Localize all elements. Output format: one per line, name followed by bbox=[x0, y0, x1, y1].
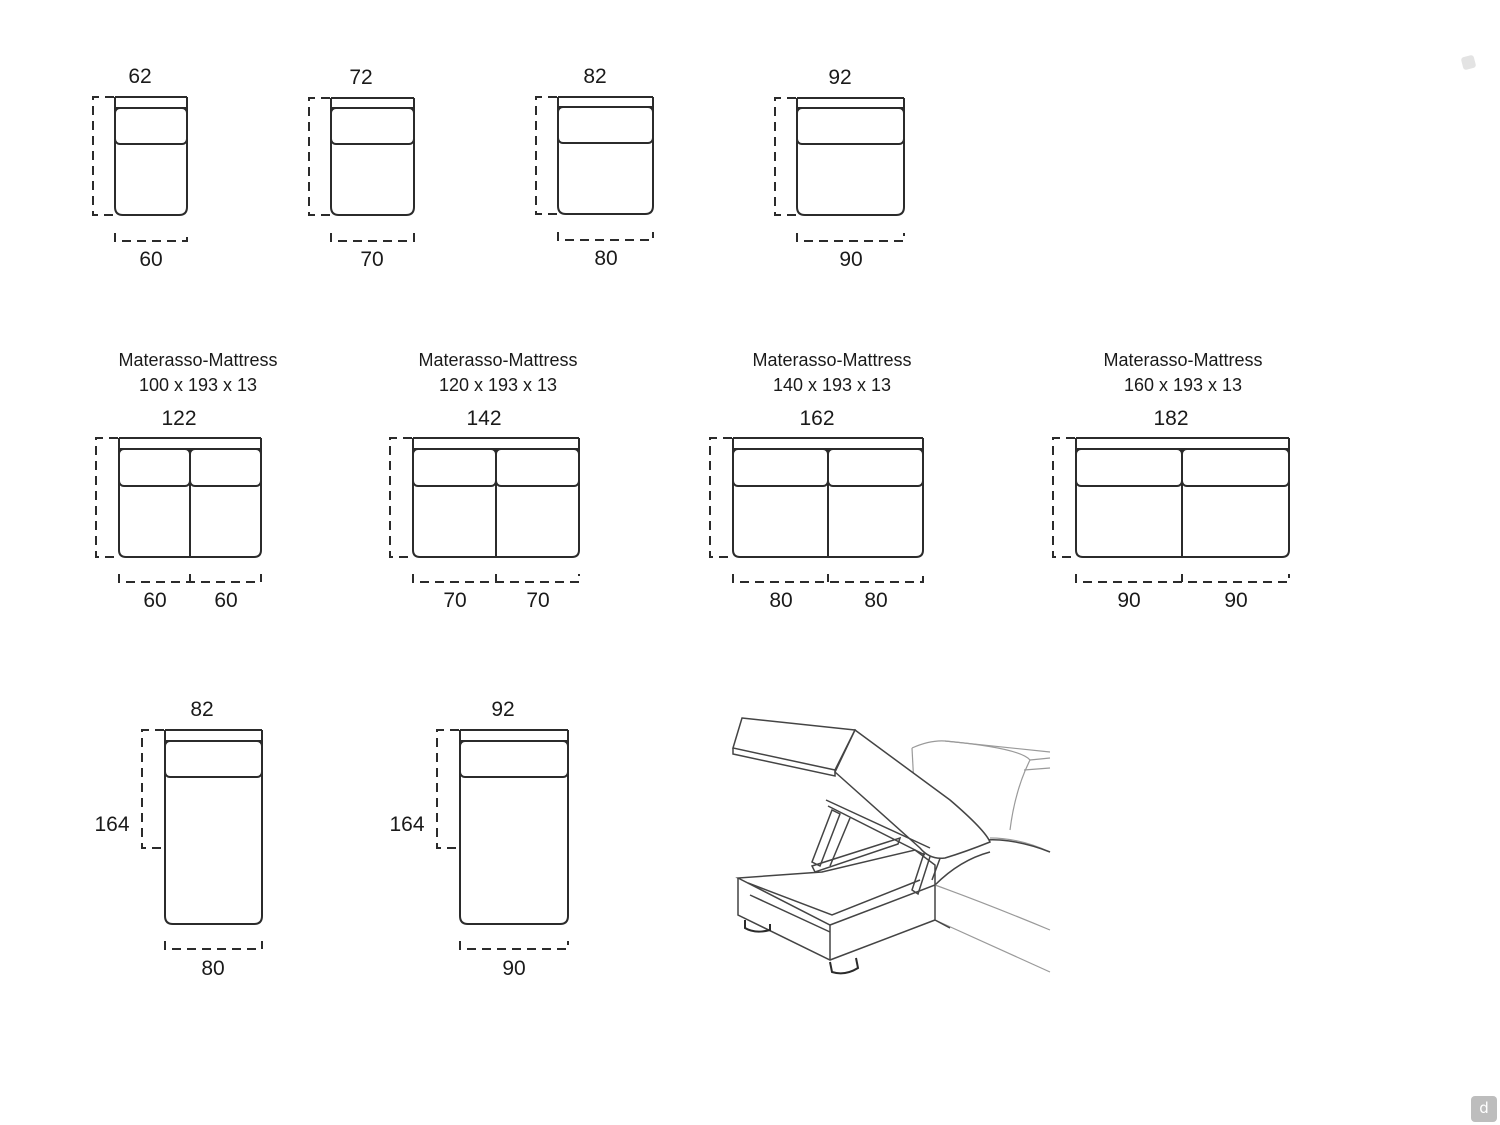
bottom-dimension: 80 bbox=[201, 957, 224, 980]
side-dimension: 164 bbox=[389, 813, 424, 836]
bottom-dimension: 70 bbox=[360, 248, 383, 271]
top-dimension: 182 bbox=[1153, 407, 1188, 430]
top-dimension: 82 bbox=[583, 65, 606, 88]
top-dimension: 92 bbox=[491, 698, 514, 721]
right-bottom-dimension: 90 bbox=[1224, 589, 1247, 612]
module-double-122: Materasso-Mattress 100 x 193 x 13 122 60… bbox=[95, 350, 278, 612]
mattress-size: 100 x 193 x 13 bbox=[139, 375, 257, 395]
mattress-caption: Materasso-Mattress bbox=[752, 350, 911, 370]
mattress-caption: Materasso-Mattress bbox=[1103, 350, 1262, 370]
brand-logo-icon[interactable]: d bbox=[1471, 1096, 1497, 1122]
module-single-72: 72 70 bbox=[308, 66, 415, 271]
left-bottom-dimension: 80 bbox=[769, 589, 792, 612]
right-bottom-dimension: 60 bbox=[214, 589, 237, 612]
right-bottom-dimension: 70 bbox=[526, 589, 549, 612]
module-double-142: Materasso-Mattress 120 x 193 x 13 142 70… bbox=[389, 350, 580, 612]
top-dimension: 162 bbox=[799, 407, 834, 430]
mattress-size: 160 x 193 x 13 bbox=[1124, 375, 1242, 395]
left-bottom-dimension: 90 bbox=[1117, 589, 1140, 612]
top-dimension: 92 bbox=[828, 66, 851, 89]
left-bottom-dimension: 70 bbox=[443, 589, 466, 612]
top-dimension: 142 bbox=[466, 407, 501, 430]
module-chaise-92: 92 164 90 bbox=[389, 698, 569, 980]
bottom-dimension: 90 bbox=[839, 248, 862, 271]
top-dimension: 62 bbox=[128, 65, 151, 88]
module-double-182: Materasso-Mattress 160 x 193 x 13 182 90… bbox=[1052, 350, 1290, 612]
mattress-caption: Materasso-Mattress bbox=[418, 350, 577, 370]
bottom-dimension: 90 bbox=[502, 957, 525, 980]
top-dimension: 82 bbox=[190, 698, 213, 721]
module-single-92: 92 90 bbox=[774, 66, 905, 271]
mattress-size: 120 x 193 x 13 bbox=[439, 375, 557, 395]
storage-chaise-illustration bbox=[732, 717, 1051, 975]
module-single-62: 62 60 bbox=[92, 65, 188, 271]
right-bottom-dimension: 80 bbox=[864, 589, 887, 612]
mattress-caption: Materasso-Mattress bbox=[118, 350, 277, 370]
side-dimension: 164 bbox=[94, 813, 129, 836]
bottom-dimension: 80 bbox=[594, 247, 617, 270]
module-chaise-82: 82 164 80 bbox=[94, 698, 263, 980]
module-single-82: 82 80 bbox=[535, 65, 654, 270]
top-dimension: 122 bbox=[161, 407, 196, 430]
module-double-162: Materasso-Mattress 140 x 193 x 13 162 80… bbox=[709, 350, 924, 612]
bottom-dimension: 60 bbox=[139, 248, 162, 271]
left-bottom-dimension: 60 bbox=[143, 589, 166, 612]
mattress-size: 140 x 193 x 13 bbox=[773, 375, 891, 395]
top-dimension: 72 bbox=[349, 66, 372, 89]
